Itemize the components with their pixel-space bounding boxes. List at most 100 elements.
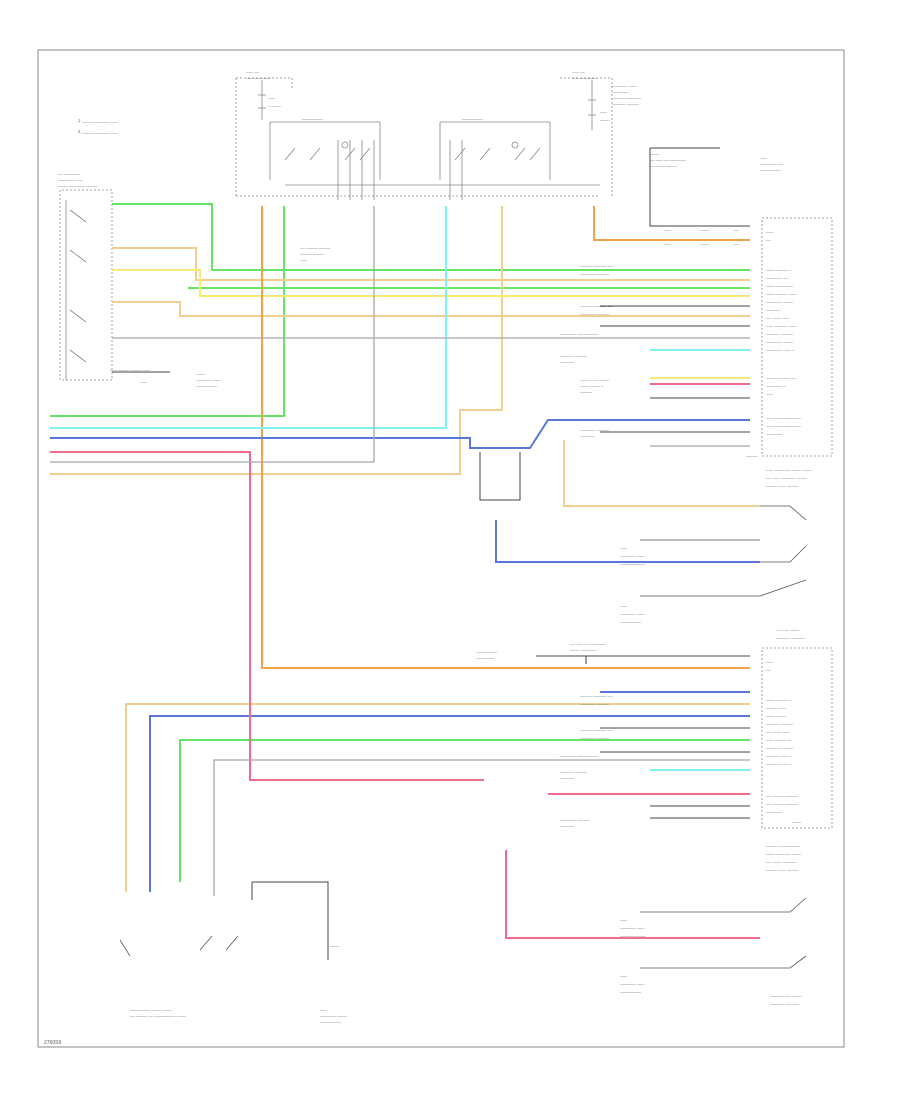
- svg-text:______ ___ _: ______ ___ _: [765, 752, 792, 757]
- svg-text:___: ___: [299, 256, 308, 261]
- svg-text:____ _____ _: ____ _____ _: [765, 696, 792, 701]
- svg-text:_____ _____: _____ _____: [299, 250, 325, 255]
- svg-text:______ _____: ______ _____: [765, 720, 793, 725]
- svg-text:_______: _______: [611, 88, 629, 93]
- svg-text:__ ___ _______ ____: __ ___ _______ ____: [765, 474, 807, 479]
- svg-text:_______: _______: [765, 430, 783, 435]
- door-module-top-labels: ___ __ ____ _____ _ _______ __ ____ ____…: [745, 228, 812, 487]
- svg-text:__ ____ ___: __ ____ ___: [765, 728, 790, 733]
- svg-text:_______ ____: _______ ____: [765, 338, 793, 343]
- svg-text:__: __: [765, 236, 771, 241]
- wire-labels-top: ___ ____ __ ___ ____ __ _____ ______ __ …: [559, 150, 785, 437]
- fuse-block-top: [235, 77, 613, 200]
- svg-text:__ _____ _______: __ _____ _______: [765, 422, 802, 427]
- svg-text:_____: _____: [745, 452, 758, 457]
- svg-text:_____ ___ _____: _____ ___ _____: [765, 866, 799, 871]
- wire-group-cyan: [50, 206, 750, 771]
- wire-group-gray: [50, 206, 750, 896]
- driver-door-switch: [59, 189, 113, 381]
- svg-text:_______ ___: _______ ___: [195, 376, 221, 381]
- svg-text:____ ____: ____ ____: [765, 712, 786, 717]
- svg-text:___: ___: [619, 602, 628, 607]
- svg-text:_______ _____: _______ _____: [579, 270, 610, 275]
- svg-text:_______ ___: _______ ___: [57, 176, 83, 181]
- svg-text:______ ______: ______ ______: [769, 1000, 800, 1005]
- svg-text:_________ ____: _________ ____: [769, 992, 802, 997]
- svg-text:___: ___: [599, 108, 608, 113]
- svg-text:___: ___: [619, 916, 628, 921]
- svg-text:___________: ___________: [619, 932, 646, 937]
- svg-text:____ ____ _: ____ ____ _: [579, 382, 604, 387]
- svg-text:_____ ______ __: _____ ______ __: [579, 302, 613, 307]
- svg-text:_______ ___ _: _______ ___ _: [765, 346, 795, 351]
- svg-text:___ __: ___ __: [571, 68, 585, 73]
- svg-text:___ _______ ____ ____: ___ _______ ____ ____: [765, 466, 812, 471]
- svg-text:___: ___: [619, 544, 628, 549]
- svg-text:_________: _________: [759, 166, 782, 171]
- svg-text:_________: _________: [619, 618, 642, 623]
- svg-text:_______ _____: _______ _____: [579, 310, 610, 315]
- svg-text:______: ______: [579, 432, 595, 437]
- svg-text:_______ _: _______ _: [765, 382, 786, 387]
- svg-text:______ _____: ______ _____: [559, 768, 587, 773]
- note-1: 1. ___ ________ ___: [78, 118, 118, 123]
- svg-text:___: ___: [319, 1006, 328, 1011]
- door-module-bottom: [761, 647, 833, 829]
- svg-text:________: ________: [475, 654, 495, 659]
- svg-text:____ _____ _: ____ _____ _: [765, 266, 792, 271]
- svg-text:_______: _______: [765, 808, 783, 813]
- svg-text:_______ _____: _______ _____: [579, 700, 610, 705]
- svg-text:___ _______: ___ _______: [245, 74, 271, 79]
- svg-text:__ _____ _____: __ _____ _____: [299, 244, 331, 249]
- door-module-bottom-labels: ___ __ ____ _____ _ _____ ___ ____ ____ …: [765, 658, 802, 871]
- svg-text:_______ ___: _______ ___: [611, 82, 637, 87]
- svg-text:___ ______ ___: ___ ______ ___: [765, 322, 797, 327]
- svg-text:____: ____: [699, 226, 710, 231]
- svg-text:_____ ___ _____: _____ ___ _____: [765, 482, 799, 487]
- svg-text:___ _____ __: ___ _____ __: [765, 736, 792, 741]
- svg-text:______ _____: ______ _____: [559, 352, 587, 357]
- svg-text:_____ _____ __: _____ _____ __: [765, 374, 797, 379]
- svg-text:__: __: [733, 226, 739, 231]
- svg-text:______: ______: [559, 774, 575, 779]
- svg-text:_______ _________: _______ _________: [559, 752, 599, 757]
- svg-text:_________: _________: [319, 1018, 342, 1023]
- svg-text:____ _______: ____ _______: [649, 162, 677, 167]
- svg-text:____: ____: [791, 818, 802, 823]
- svg-text:__ ___ ____: __ ___ ____: [775, 626, 800, 631]
- diagram-frame: [37, 49, 845, 1048]
- svg-text:______: ______: [559, 358, 575, 363]
- svg-text:____: ____: [699, 240, 710, 245]
- svg-text:_______ _________: _______ _________: [559, 330, 599, 335]
- top-labels: ___ __ ___ _______ ___ __ ___ _______ __…: [245, 68, 642, 261]
- svg-text:_______ ___: _______ ___: [619, 980, 645, 985]
- svg-text:_______ ____: _______ ____: [765, 298, 793, 303]
- svg-text:___: ___: [765, 658, 774, 663]
- svg-text:_______ __ _: _______ __ _: [765, 760, 792, 765]
- svg-text:_____ ______ __: _____ ______ __: [579, 726, 613, 731]
- svg-text:_________: _________: [475, 648, 498, 653]
- svg-text:_________: _________: [619, 988, 642, 993]
- svg-text:_ ____: _ ____: [267, 102, 281, 107]
- svg-text:____: ____: [649, 150, 660, 155]
- svg-text:____ ______ ____: ____ ______ ____: [765, 850, 802, 855]
- svg-text:____: ____: [599, 116, 610, 121]
- svg-text:____ _____ ___: ____ _____ ___: [765, 290, 797, 295]
- wire-group-green: [50, 203, 750, 882]
- svg-text:__ _____ ______: __ _____ ______: [765, 792, 799, 797]
- svg-text:___: ___: [663, 226, 672, 231]
- svg-text:_____: _____: [579, 388, 592, 393]
- svg-text:_____ _______: _____ _______: [611, 94, 642, 99]
- svg-text:___ ____ _ ____ ___: ___ ____ _ ____ ___: [109, 366, 150, 371]
- svg-text:____: ____: [195, 370, 206, 375]
- svg-text:______ _____: ______ _____: [611, 100, 639, 105]
- svg-text:___: ___: [765, 390, 774, 395]
- svg-text:_______ ____: _______ ____: [319, 1012, 347, 1017]
- wire-group-blue: [50, 419, 760, 892]
- svg-text:_______ ___: _______ ___: [759, 160, 785, 165]
- svg-text:__ _____ __ _________ ____: __ _____ __ _________ ____: [129, 1012, 187, 1017]
- svg-text:___: ___: [619, 972, 628, 977]
- svg-text:___ _______: ___ _______: [571, 74, 597, 79]
